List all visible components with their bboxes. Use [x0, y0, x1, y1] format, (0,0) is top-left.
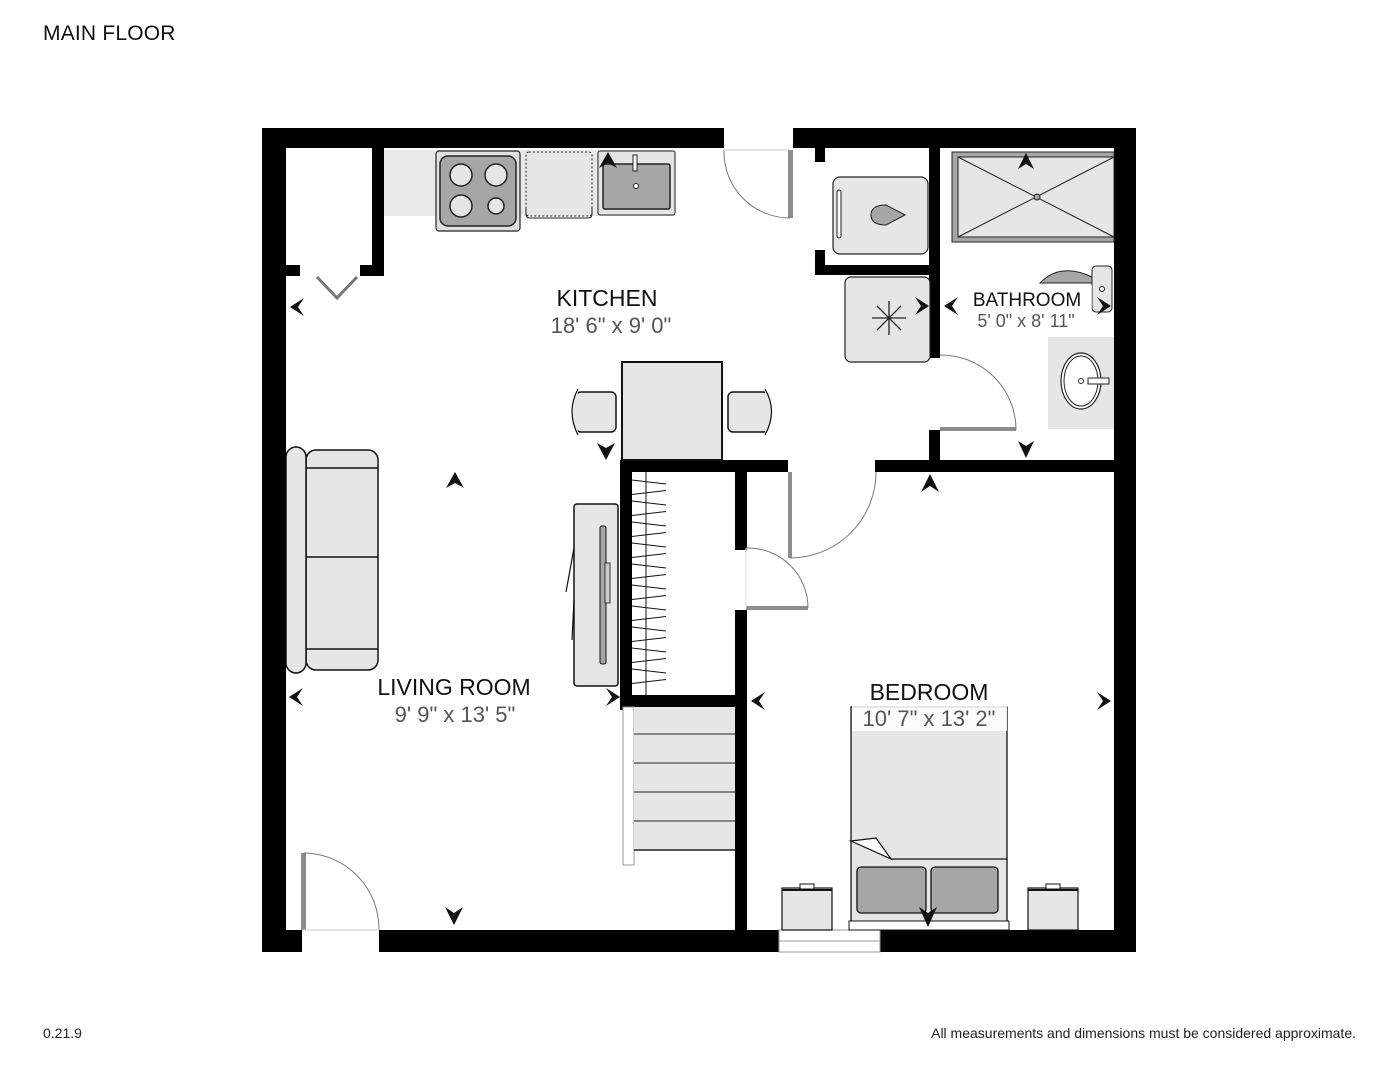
- snowflake-icon: [872, 301, 906, 335]
- chair-left: [571, 388, 617, 436]
- arrow-down-icon: [597, 443, 615, 460]
- bathroom-door[interactable]: [939, 354, 1017, 431]
- living-room-dimensions: 9' 9" x 13' 5": [395, 702, 516, 727]
- water-heater: [832, 176, 929, 255]
- walls: [262, 128, 1136, 952]
- bathroom-sink: [1048, 337, 1114, 429]
- arrow-up-icon: [599, 152, 617, 168]
- bed: [848, 706, 1010, 931]
- kitchen-exterior-door[interactable]: [723, 149, 793, 219]
- living-room-name: LIVING ROOM: [377, 674, 530, 700]
- floor-title: MAIN FLOOR: [43, 22, 176, 45]
- sofa: [285, 446, 379, 674]
- room-label-kitchen: KITCHEN 18' 6" x 9' 0": [551, 285, 672, 338]
- tv-stand: [565, 503, 619, 687]
- nightstand-right: [1027, 883, 1079, 931]
- kitchen-name: KITCHEN: [557, 285, 658, 311]
- kitchen-dimensions: 18' 6" x 9' 0": [551, 313, 672, 338]
- refrigerator: [844, 276, 931, 363]
- chair-right: [727, 388, 773, 436]
- closet-door[interactable]: [745, 547, 809, 610]
- hangers: [631, 479, 667, 684]
- stove: [435, 150, 521, 232]
- bedroom-dimensions: 10' 7" x 13' 2": [863, 706, 996, 731]
- toilet: [1038, 265, 1113, 313]
- nightstand-left: [781, 883, 833, 931]
- entry-door[interactable]: [301, 852, 380, 931]
- bedroom-name: BEDROOM: [870, 679, 989, 705]
- room-label-living-room: LIVING ROOM 9' 9" x 13' 5": [377, 674, 530, 727]
- disclaimer-text: All measurements and dimensions must be …: [931, 1025, 1356, 1041]
- dishwasher: [525, 151, 593, 219]
- dimension-arrows: [289, 152, 1111, 927]
- dining-table: [621, 361, 723, 461]
- pantry-bifold-door[interactable]: [315, 275, 359, 301]
- version-label: 0.21.9: [43, 1025, 82, 1041]
- bathroom-dimensions: 5' 0" x 8' 11": [977, 311, 1074, 331]
- bedroom-door[interactable]: [788, 471, 877, 559]
- kitchen-sink: [597, 150, 676, 216]
- bedroom-window: [778, 929, 881, 953]
- stairs: [622, 706, 735, 866]
- room-label-bathroom: BATHROOM 5' 0" x 8' 11": [962, 285, 1092, 331]
- bathroom-name: BATHROOM: [973, 290, 1081, 311]
- shower: [951, 151, 1115, 243]
- room-label-bedroom: BEDROOM 10' 7" x 13' 2": [852, 679, 1007, 731]
